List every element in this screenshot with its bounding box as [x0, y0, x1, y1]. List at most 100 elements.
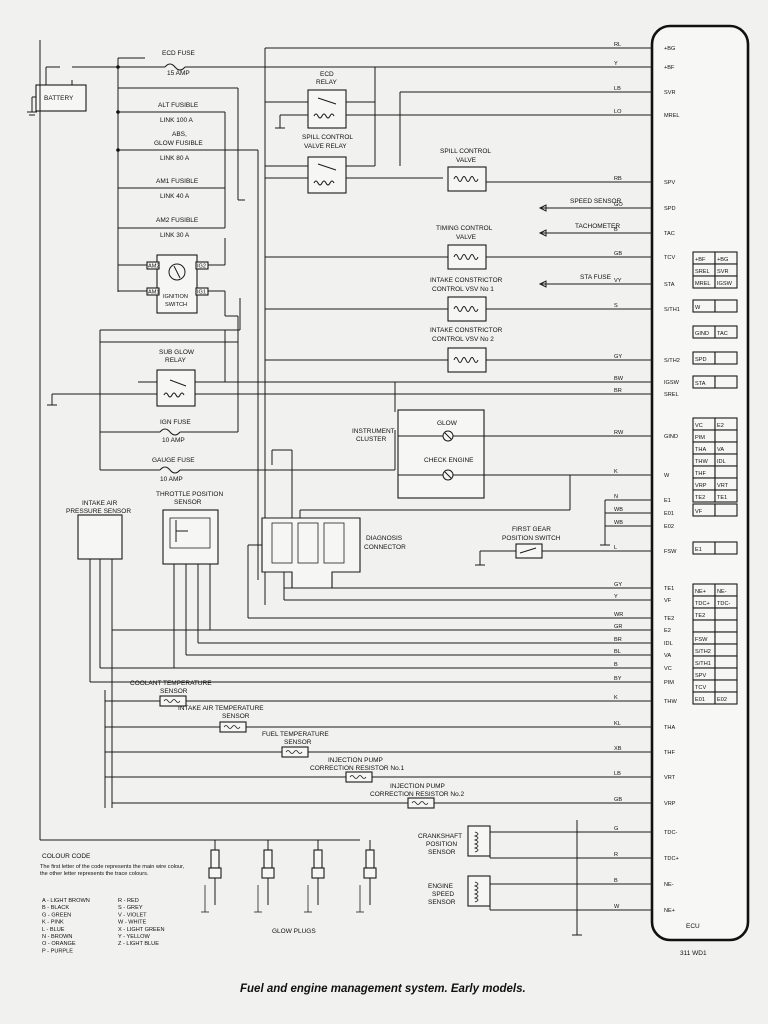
spill-valve-label-2: VALVE [456, 157, 477, 164]
colour-code-entry: L - BLUE [42, 927, 65, 933]
connector-pin-label: VC [695, 423, 703, 429]
glow-plug-body [313, 849, 323, 869]
colour-code-entry: V - VIOLET [118, 912, 147, 918]
ecu-pin-label: TE1 [664, 586, 674, 592]
am2-fusible-label: AM2 FUSIBLE [156, 217, 199, 224]
ecu-pin-label: VRP [664, 801, 676, 807]
gauge-fuse-label: GAUGE FUSE [152, 457, 195, 464]
connector-pin-label: +BG [717, 257, 728, 263]
first-gear-label-2: POSITION SWITCH [502, 535, 561, 542]
intake-constrictor-vsv-2: INTAKE CONSTRICTOR CONTROL VSV No 2 [430, 327, 503, 373]
connector-cell [714, 325, 738, 339]
ignition-switch-label: IGNITION [163, 294, 188, 300]
alt-fusible-rating: LINK 100 A [160, 117, 194, 124]
ecu-pin-label: +BF [664, 65, 675, 71]
diagnosis-connector-label: DIAGNOSIS [366, 535, 403, 542]
vsv2-label: INTAKE CONSTRICTOR [430, 327, 503, 334]
connector-pin-label: TCV [695, 685, 706, 691]
ecd-relay-label-2: RELAY [316, 79, 337, 86]
fuel-temp-label: FUEL TEMPERATURE [262, 731, 329, 738]
ecu-wire-color: BL [614, 649, 621, 655]
spill-relay-label: SPILL CONTROL [302, 134, 353, 141]
connector-cell [714, 299, 738, 313]
instrument-cluster: GLOW CHECK ENGINE INSTRUMENT CLUSTER [352, 409, 485, 499]
ecu-pin-label: PIM [664, 680, 674, 686]
ecu-wire-color: RL [614, 42, 621, 48]
ecu-wire-color: GY [614, 582, 622, 588]
sub-glow-relay-label: SUB GLOW [159, 349, 195, 356]
ignition-pin-am1: AM1 [148, 290, 160, 296]
colour-code-entry: P - PURPLE [42, 948, 73, 954]
ecu-pin-label: NE+ [664, 908, 675, 914]
ecu-wire-color: BR [614, 388, 622, 394]
am2-fusible-link: AM2 FUSIBLE LINK 30 A [118, 217, 225, 239]
ecu-pin-label: TCV [664, 255, 675, 261]
ecu-pin-label: S/TH1 [664, 307, 680, 313]
colour-code-entry: B - BLACK [42, 905, 69, 911]
ecu-pin-label: TAC [664, 231, 675, 237]
ecu-pin-label: TE2 [664, 616, 674, 622]
ecu-pin-label: E01 [664, 511, 674, 517]
connector-pin-label: TE2 [695, 495, 705, 501]
ecu-wire-color: N [614, 494, 618, 500]
connector-pin-label: THW [695, 459, 708, 465]
colour-code-entry: S - GREY [118, 905, 143, 911]
glow-plug-body [263, 849, 273, 869]
ecu-label: ECU [686, 923, 700, 930]
instrument-cluster-label-2: CLUSTER [356, 436, 387, 443]
ecu-pin-label: +BG [664, 46, 675, 52]
crankshaft-position-sensor: CRANKSHAFT POSITION SENSOR [418, 825, 491, 857]
ecd-fuse-label: ECD FUSE [162, 50, 196, 57]
ecu-wire-color: GB [614, 251, 622, 257]
connector-pin-label: TDC- [717, 601, 730, 607]
ecu-wire-color: G [614, 826, 618, 832]
ecu-wire-color: BW [614, 376, 624, 382]
intake-air-temperature-sensor: INTAKE AIR TEMPERATURE SENSOR [178, 705, 264, 733]
connector-pin-label: VRT [717, 483, 729, 489]
ecu-pin-label: STA [664, 282, 675, 288]
ecu-pin-label: IGSW [664, 380, 680, 386]
ecd-relay: ECD RELAY [307, 71, 347, 129]
diagnosis-connector-label-2: CONNECTOR [364, 544, 406, 551]
connector-pin-label: STA [695, 381, 706, 387]
connector-pin-label: W [695, 305, 701, 311]
spill-valve-label: SPILL CONTROL [440, 148, 491, 155]
connector-pin-label: +BF [695, 257, 706, 263]
ecu-pin-label: THF [664, 750, 675, 756]
connector-cell [714, 503, 738, 517]
ecu-wire-color: B [614, 227, 618, 233]
iap-sensor-label: INTAKE AIR [82, 500, 118, 507]
connector-pin-label: NE+ [695, 589, 706, 595]
abs-fusible-label: ABS, [172, 131, 187, 138]
ecu-wire-color: XB [614, 746, 622, 752]
battery: BATTERY [27, 66, 118, 116]
connector-pin-label: PIM [695, 435, 705, 441]
spill-control-valve: SPILL CONTROL VALVE [440, 148, 491, 192]
battery-label: BATTERY [44, 95, 74, 102]
ecu-wire-color: RW [614, 430, 624, 436]
ecu-pin-label: FSW [664, 549, 677, 555]
ecu-pin-label: SREL [664, 392, 679, 398]
ecu-wire-color: RB [614, 176, 622, 182]
connector-pin-label: TAC [717, 331, 728, 337]
ignition-switch-label-2: SWITCH [165, 302, 187, 308]
glow-plug-hex [261, 867, 275, 879]
ecu-wire-color: R [614, 852, 618, 858]
colour-code-entry: R - RED [118, 898, 139, 904]
crankshaft-sensor-label-2: POSITION [426, 841, 457, 848]
injection-pump-correction-resistor-1: INJECTION PUMP CORRECTION RESISTOR No.1 [310, 757, 405, 783]
connector-cell [714, 351, 738, 365]
ecu-pin-label: IDL [664, 641, 673, 647]
ecu-wire-color: GB [614, 797, 622, 803]
glow-lamp-label: GLOW [437, 420, 458, 427]
ecu-pin-label: VC [664, 666, 672, 672]
ecu-wire-color: GR [614, 624, 622, 630]
ignition-pin-ig2: IG2 [197, 264, 206, 270]
connector-cell [714, 679, 738, 693]
iat-sensor-label-2: SENSOR [222, 713, 250, 720]
connector-pin-label: IGSW [717, 281, 733, 287]
spill-control-valve-relay: SPILL CONTROL VALVE RELAY [302, 134, 353, 194]
colour-code-title: COLOUR CODE [42, 853, 91, 860]
